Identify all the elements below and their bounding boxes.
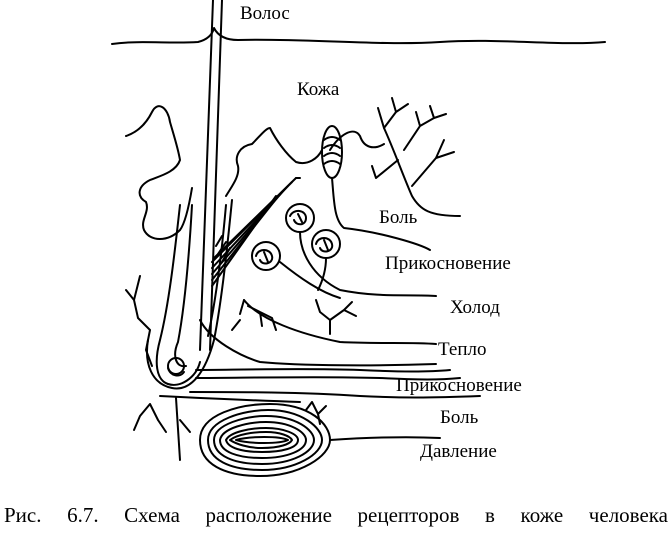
- label-hair: Волос: [240, 3, 290, 24]
- meissner-corpuscle: [322, 126, 430, 250]
- heat-endings: [232, 300, 436, 344]
- dermis-boundary-right: [226, 128, 322, 196]
- pain-endings-lower: [126, 276, 326, 460]
- dermis-boundary: [126, 106, 192, 239]
- end-bulb-3: [252, 242, 340, 298]
- label-cold: Холод: [450, 297, 500, 318]
- end-bulb-1: [286, 204, 436, 296]
- hair-follicle: [157, 205, 200, 385]
- skin-surface-line: [112, 28, 605, 44]
- figure-caption: Рис. 6.7. Схема расположение рецепторов …: [4, 503, 668, 527]
- nerve-bundle-pain: [190, 392, 480, 398]
- label-pain-upper: Боль: [379, 207, 418, 228]
- pacinian-corpuscle: [200, 404, 440, 476]
- receptor-diagram: [0, 0, 671, 495]
- label-touch-lower: Прикосновение: [396, 375, 522, 396]
- arrector-muscle: [212, 178, 300, 286]
- pain-endings-upper: [372, 98, 460, 216]
- nerve-bundle-touch: [196, 369, 450, 371]
- hair-shaft: [200, 0, 213, 350]
- hair-bulb: [168, 358, 184, 374]
- label-touch-upper: Прикосновение: [385, 253, 511, 274]
- label-pressure: Давление: [420, 441, 497, 462]
- label-pain-lower: Боль: [440, 407, 479, 428]
- label-skin: Кожа: [297, 79, 340, 100]
- label-heat: Тепло: [438, 339, 487, 360]
